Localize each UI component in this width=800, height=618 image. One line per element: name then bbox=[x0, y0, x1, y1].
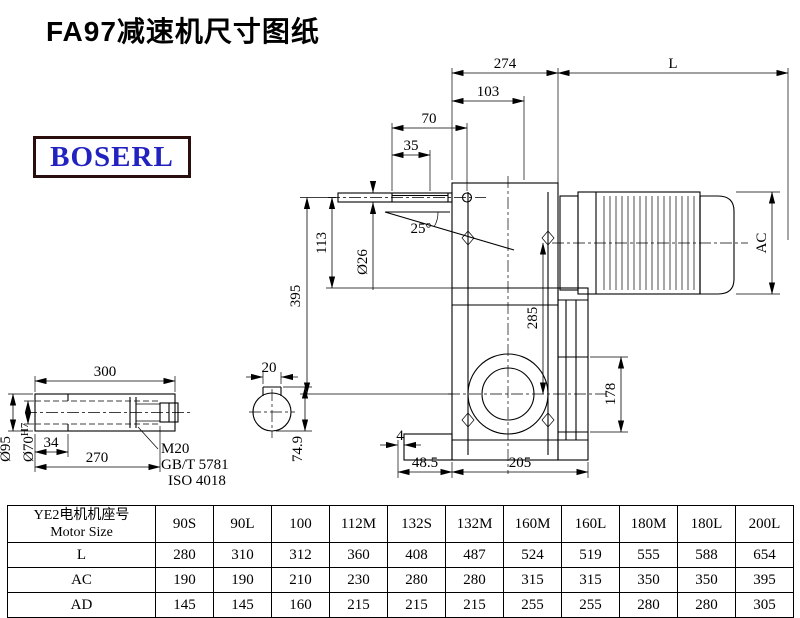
table-cell: 280 bbox=[445, 567, 504, 593]
column-header: 160M bbox=[503, 505, 562, 543]
table-cell: 487 bbox=[445, 542, 504, 568]
table-cell: 350 bbox=[619, 567, 678, 593]
dim-300-label: 300 bbox=[94, 364, 117, 380]
table-cell: 310 bbox=[213, 542, 272, 568]
dim-113-label: 113 bbox=[314, 232, 330, 254]
dim-103-label: 103 bbox=[477, 84, 500, 100]
dim-70-label: 70 bbox=[422, 111, 437, 127]
dim-d70h7-label: Ø70H7 bbox=[19, 422, 37, 462]
dim-4-label: 4 bbox=[396, 428, 404, 444]
dim-270-label: 270 bbox=[86, 450, 109, 466]
row-label: AD bbox=[7, 592, 156, 618]
table-cell: 215 bbox=[329, 592, 388, 618]
table-cell: 255 bbox=[503, 592, 562, 618]
brand-logo: BOSERL bbox=[33, 136, 191, 178]
dim-d26-label: Ø26 bbox=[355, 249, 371, 275]
table-cell: 280 bbox=[619, 592, 678, 618]
motor-size-table: YE2电机机座号 Motor Size 90S 90L 100 112M 132… bbox=[7, 505, 794, 618]
table-cell: 190 bbox=[155, 567, 214, 593]
dim-395-label: 395 bbox=[288, 285, 304, 308]
table-cell: 160 bbox=[271, 592, 330, 618]
table-header-row: YE2电机机座号 Motor Size 90S 90L 100 112M 132… bbox=[7, 505, 794, 543]
table-cell: 588 bbox=[677, 542, 736, 568]
angle-25-label: 25° bbox=[411, 221, 432, 237]
table-cell: 280 bbox=[155, 542, 214, 568]
table-cell: 350 bbox=[677, 567, 736, 593]
dim-274-label: 274 bbox=[494, 56, 517, 72]
dim-34-label: 34 bbox=[44, 435, 60, 451]
table-cell: 280 bbox=[677, 592, 736, 618]
table-header-en: Motor Size bbox=[50, 525, 113, 540]
dim-35-label: 35 bbox=[404, 138, 419, 154]
main-view: 274 L 103 70 35 25° Ø26 113 395 285 AC 1… bbox=[288, 56, 789, 478]
note-m20-label: M20 bbox=[161, 441, 189, 457]
column-header: 180M bbox=[619, 505, 678, 543]
dim-d95-label: Ø95 bbox=[0, 436, 14, 462]
table-cell: 312 bbox=[271, 542, 330, 568]
motor bbox=[552, 191, 748, 295]
fan-cover bbox=[699, 195, 735, 295]
dim-178-label: 178 bbox=[603, 383, 619, 406]
dim-20-label: 20 bbox=[262, 360, 277, 376]
row-label: AC bbox=[7, 567, 156, 593]
mounting-hole-marker bbox=[541, 412, 555, 428]
column-header: 132S bbox=[387, 505, 446, 543]
table-cell: 215 bbox=[445, 592, 504, 618]
table-header-cn: YE2电机机座号 bbox=[33, 508, 130, 523]
note-gb5781-label: GB/T 5781 bbox=[161, 457, 229, 473]
column-header: 90S bbox=[155, 505, 214, 543]
mounting-hole-marker bbox=[541, 230, 555, 246]
dim-205-label: 205 bbox=[509, 455, 532, 471]
column-header: 160L bbox=[561, 505, 620, 543]
table-cell: 190 bbox=[213, 567, 272, 593]
table-cell: 654 bbox=[735, 542, 794, 568]
shaft-detail-view: 300 34 270 Ø95 Ø70H7 M20 GB/T 5781 ISO 4… bbox=[0, 364, 229, 489]
table-corner-header: YE2电机机座号 Motor Size bbox=[7, 505, 156, 543]
column-header: 112M bbox=[329, 505, 388, 543]
column-header: 100 bbox=[271, 505, 330, 543]
keyway-detail-view: 20 74.9 bbox=[246, 360, 312, 462]
table-cell: 524 bbox=[503, 542, 562, 568]
main-view-dimensions: 274 L 103 70 35 25° Ø26 113 395 285 AC 1… bbox=[288, 56, 789, 478]
table-cell: 305 bbox=[735, 592, 794, 618]
keyway-dimensions: 20 74.9 bbox=[246, 360, 312, 462]
table-cell: 360 bbox=[329, 542, 388, 568]
dim-L-label: L bbox=[668, 56, 677, 72]
page-title: FA97减速机尺寸图纸 bbox=[46, 16, 320, 47]
technical-drawing: 274 L 103 70 35 25° Ø26 113 395 285 AC 1… bbox=[0, 56, 789, 489]
table-cell: 145 bbox=[155, 592, 214, 618]
column-header: 90L bbox=[213, 505, 272, 543]
table-cell: 215 bbox=[387, 592, 446, 618]
table-cell: 555 bbox=[619, 542, 678, 568]
dim-48-5-label: 48.5 bbox=[412, 455, 438, 471]
table-cell: 315 bbox=[561, 567, 620, 593]
table-row-L: L 280 310 312 360 408 487 524 519 555 58… bbox=[7, 542, 794, 568]
column-header: 132M bbox=[445, 505, 504, 543]
table-cell: 280 bbox=[387, 567, 446, 593]
table-cell: 145 bbox=[213, 592, 272, 618]
table-cell: 255 bbox=[561, 592, 620, 618]
table-cell: 315 bbox=[503, 567, 562, 593]
row-label: L bbox=[7, 542, 156, 568]
dim-AC-label: AC bbox=[754, 233, 770, 254]
table-cell: 210 bbox=[271, 567, 330, 593]
table-cell: 519 bbox=[561, 542, 620, 568]
table-cell: 395 bbox=[735, 567, 794, 593]
table-cell: 408 bbox=[387, 542, 446, 568]
dim-285-label: 285 bbox=[525, 307, 541, 330]
input-shaft bbox=[328, 192, 515, 251]
dim-74-9-label: 74.9 bbox=[290, 436, 306, 462]
mounting-hole-marker bbox=[461, 412, 475, 428]
column-header: 180L bbox=[677, 505, 736, 543]
table-cell: 230 bbox=[329, 567, 388, 593]
gearbox-housing bbox=[403, 176, 606, 474]
column-header: 200L bbox=[735, 505, 794, 543]
table-row-AD: AD 145 145 160 215 215 215 255 255 280 2… bbox=[7, 592, 794, 618]
note-iso4018-label: ISO 4018 bbox=[168, 473, 226, 489]
table-row-AC: AC 190 190 210 230 280 280 315 315 350 3… bbox=[7, 567, 794, 593]
shaft-detail-dimensions: 300 34 270 Ø95 Ø70H7 M20 GB/T 5781 ISO 4… bbox=[0, 364, 229, 489]
